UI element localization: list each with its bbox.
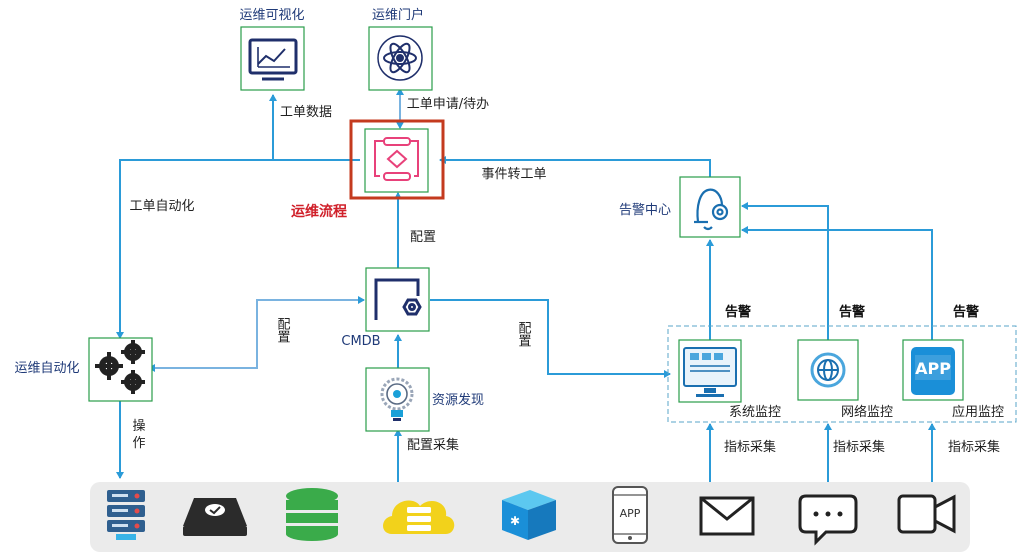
- edge-alarm-net: [741, 202, 829, 340]
- label-config-right: 配置: [516, 321, 532, 347]
- database-icon[interactable]: [286, 488, 338, 541]
- video-icon[interactable]: [897, 494, 956, 534]
- globe-icon: [810, 352, 846, 388]
- bell-gear-icon: [694, 188, 729, 231]
- node-process-label: 运维流程: [291, 203, 347, 220]
- node-portal-label: 运维门户: [372, 7, 424, 23]
- cube-icon[interactable]: ✱: [502, 490, 556, 540]
- label-operate-2: 作: [132, 436, 145, 451]
- node-alarm-center-label: 告警中心: [619, 202, 671, 218]
- label-config: 配置: [410, 230, 436, 245]
- node-process[interactable]: 运维流程: [291, 119, 445, 220]
- svg-text:✱: ✱: [510, 514, 520, 528]
- cloud-icon[interactable]: [383, 500, 455, 534]
- settings-window-icon: [374, 278, 422, 320]
- node-cmdb[interactable]: CMDB: [341, 267, 430, 349]
- node-sys-monitor[interactable]: 系统监控: [678, 339, 781, 420]
- label-operate-1: 操: [132, 418, 145, 434]
- label-config-left: 配置: [275, 317, 291, 343]
- label-collect-config: 配置采集: [407, 437, 459, 453]
- node-discovery-label: 资源发现: [432, 392, 484, 408]
- chart-monitor-icon: [248, 38, 298, 81]
- edge-alarm-app: [741, 226, 933, 340]
- node-visualization-label: 运维可视化: [239, 8, 304, 23]
- mail-icon[interactable]: [699, 496, 755, 536]
- connectors: [116, 88, 936, 482]
- label-metric-2: 指标采集: [833, 439, 885, 455]
- phone-icon[interactable]: APP: [612, 486, 648, 544]
- app-badge-text: APP: [915, 359, 951, 378]
- label-alarm-2: 告警: [839, 304, 865, 320]
- label-ticket-apply: 工单申请/待办: [407, 97, 489, 112]
- app-phone-icon: APP: [911, 347, 955, 395]
- atom-icon: [377, 35, 423, 81]
- node-app-monitor-label: 应用监控: [952, 404, 1004, 420]
- node-sys-monitor-label: 系统监控: [729, 405, 781, 420]
- node-net-monitor-label: 网络监控: [841, 404, 893, 420]
- edge-event-to-ticket: [439, 156, 711, 177]
- label-event-to-ticket: 事件转工单: [481, 167, 546, 182]
- node-app-monitor[interactable]: APP 应用监控: [902, 339, 1004, 420]
- hard-drive-icon[interactable]: [183, 498, 247, 536]
- node-visualization[interactable]: 运维可视化: [239, 8, 305, 91]
- label-ticket-data: 工单数据: [280, 105, 332, 120]
- gears-icon: [95, 340, 145, 394]
- node-cmdb-label: CMDB: [341, 334, 380, 349]
- lightbulb-gear-icon: [380, 377, 414, 421]
- node-portal[interactable]: 运维门户: [368, 7, 433, 91]
- edge-cmdb-sysmon: [430, 299, 671, 378]
- node-automation-label: 运维自动化: [14, 361, 79, 376]
- label-metric-1: 指标采集: [724, 439, 776, 455]
- workflow-icon: [374, 137, 419, 181]
- phone-app-text: APP: [620, 507, 641, 520]
- monitor-window-icon: [683, 347, 737, 397]
- node-automation[interactable]: 运维自动化: [14, 337, 153, 402]
- label-ticket-automation: 工单自动化: [129, 199, 194, 214]
- node-net-monitor[interactable]: 网络监控: [797, 339, 893, 420]
- edge-automation-cmdb: [148, 296, 365, 372]
- label-metric-3: 指标采集: [948, 439, 1000, 455]
- server-icon[interactable]: [107, 490, 145, 540]
- chat-icon[interactable]: [798, 494, 858, 546]
- label-alarm-1: 告警: [725, 304, 751, 320]
- node-discovery[interactable]: 资源发现: [365, 367, 484, 432]
- node-alarm-center[interactable]: 告警中心: [619, 176, 741, 238]
- edge-ticket-automation: [116, 159, 360, 339]
- label-alarm-3: 告警: [953, 304, 979, 320]
- monitoring-group: [667, 325, 1017, 423]
